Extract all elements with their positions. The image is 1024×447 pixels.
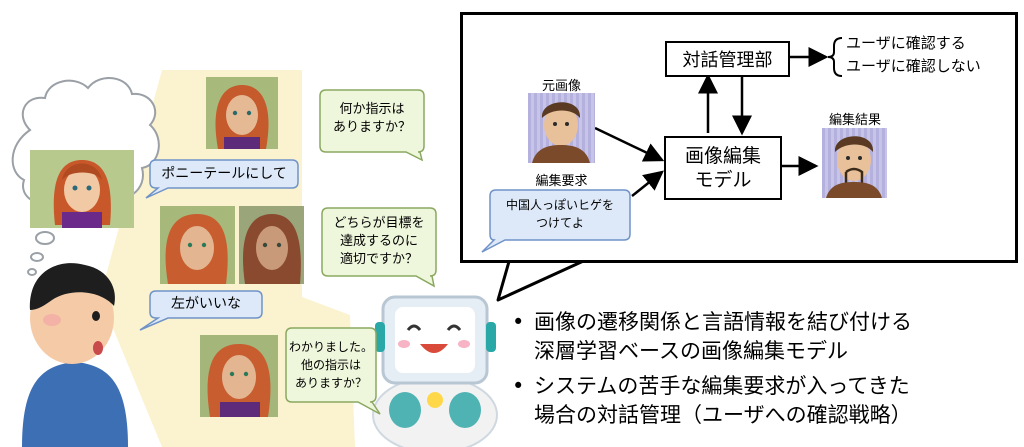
face-portrait-option-left xyxy=(160,206,235,284)
summary-bullets: • 画像の遷移関係と言語情報を結び付ける 深層学習ベースの画像編集モデル • シ… xyxy=(512,308,1017,430)
edit-request-bubble xyxy=(481,189,631,253)
bullet-text-1: 画像の遷移関係と言語情報を結び付ける 深層学習ベースの画像編集モデル xyxy=(534,310,912,363)
output-no-confirm-text: ユーザに確認しない xyxy=(846,57,981,75)
system-message-3: わかりました。 他の指示は ありますか？ xyxy=(288,340,373,390)
system-bubble-1 xyxy=(319,89,425,162)
arrow-original-to-model xyxy=(594,126,665,162)
image-editing-model-box: 画像編集 モデル xyxy=(664,136,782,200)
face-portrait-result xyxy=(200,335,278,417)
original-image-portrait xyxy=(528,93,595,163)
dialogue-manager-label: 対話管理部 xyxy=(682,50,773,71)
result-image-portrait xyxy=(822,128,887,198)
image-editing-model-label: 画像編集 モデル xyxy=(684,145,761,191)
system-message-2: どちらが目標を 達成するのに 適切ですか？ xyxy=(333,216,425,267)
face-portrait-option-right xyxy=(239,206,304,284)
system-message-1: 何か指示は ありますか？ xyxy=(332,102,411,135)
original-image-label: 元画像 xyxy=(541,79,581,94)
user-message-1: ポニーテールにして xyxy=(161,166,287,182)
bullet-item-2: • システムの苦手な編集要求が入ってきた 場合の対話管理（ユーザへの確認戦略） xyxy=(512,372,1017,430)
face-portrait-1 xyxy=(206,77,278,149)
user-person-illustration xyxy=(22,263,128,447)
result-label: 編集結果 xyxy=(828,113,881,128)
bullet-mark: • xyxy=(512,310,525,334)
system-bubble-3 xyxy=(285,327,381,415)
bullet-item-1: • 画像の遷移関係と言語情報を結び付ける 深層学習ベースの画像編集モデル xyxy=(512,308,1017,366)
edit-request-text: 中国人っぽいヒゲを つけてよ xyxy=(505,198,614,230)
imagined-face-portrait xyxy=(30,150,134,228)
output-confirm-text: ユーザに確認する xyxy=(846,34,966,52)
output-brace xyxy=(827,37,843,77)
edit-request-label: 編集要求 xyxy=(535,174,588,189)
robot-illustration xyxy=(372,295,498,447)
user-bubble-1 xyxy=(145,159,299,199)
bullet-text-2: システムの苦手な編集要求が入ってきた 場合の対話管理（ユーザへの確認戦略） xyxy=(534,374,912,427)
user-message-2: 左がいいな xyxy=(171,296,241,312)
arrow-request-to-model xyxy=(631,170,664,197)
bullet-mark: • xyxy=(512,374,525,398)
system-bubble-2 xyxy=(321,207,437,288)
dialogue-manager-box: 対話管理部 xyxy=(665,41,790,77)
user-bubble-2 xyxy=(139,290,263,331)
